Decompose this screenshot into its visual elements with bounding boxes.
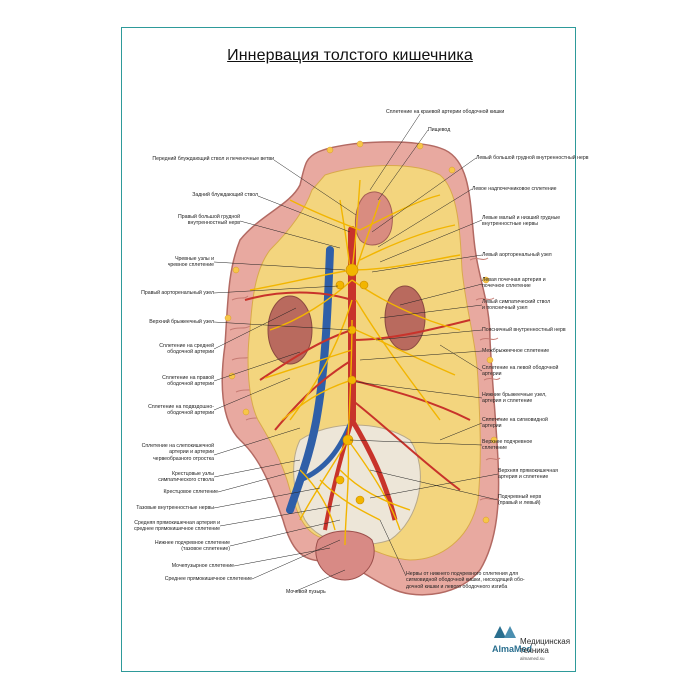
left-kidney bbox=[267, 295, 313, 365]
label-right-aorticorenal-ganglion: Правый аорторенальный узел bbox=[141, 290, 214, 296]
label-sup-rectal-plexus: Верхняя прямокишечная артерия и сплетени… bbox=[498, 468, 558, 481]
label-bladder: Мочевой пузырь bbox=[286, 589, 326, 595]
label-middle-rectal-plexus-2: Среднее прямокишечное сплетение bbox=[164, 576, 252, 582]
label-ileocolic-appendix-plexus: Сплетение на слепокишечной артерии и арт… bbox=[141, 443, 214, 462]
label-sacral-sympathetic-ganglia: Крестцовые узлы симпатического ствола bbox=[158, 471, 214, 484]
label-middle-rectal-plexus: Средняя прямокишечная артерия и среднее … bbox=[133, 520, 220, 533]
label-celiac-ganglia: Чревные узлы и чревное сплетение bbox=[167, 256, 214, 269]
label-esophagus: Пищевод bbox=[428, 127, 451, 133]
label-inf-mesenteric-ganglion: Нижние брыжеечные узел, артерия и сплете… bbox=[482, 392, 547, 405]
brand-name: AlmaMed bbox=[492, 644, 533, 654]
label-left-greater-splanchnic: Левый большой грудной внутренностный нер… bbox=[476, 155, 589, 161]
label-middle-colic-plexus: Сплетение на средней ободочной артерии bbox=[159, 343, 214, 356]
almamed-logo-icon bbox=[494, 626, 516, 638]
brand-line-1: Медицинская bbox=[520, 637, 571, 646]
label-left-suprarenal-plexus: Левое надпочечниковое сплетение bbox=[472, 186, 557, 192]
label-ileocolic-plexus: Сплетение на подвздошно- ободочной артер… bbox=[148, 404, 214, 417]
brand-url: almamed.su bbox=[520, 656, 545, 661]
iliac-artery-left bbox=[349, 418, 398, 521]
label-nerves-from-inf-hypogastric: Нервы от нижнего подчревного сплетения д… bbox=[406, 571, 525, 590]
label-left-colic-plexus: Сплетение на левой ободочной артерии bbox=[482, 365, 559, 378]
label-left-renal-artery-plexus: Левая почечная артерия и почечное сплете… bbox=[482, 277, 546, 290]
ganglia bbox=[335, 263, 369, 505]
label-intermesenteric-plexus: Межбрыжеечное сплетение bbox=[482, 348, 550, 354]
label-left-sympathetic-trunk: Левый симпатический ствол и поясничный у… bbox=[482, 299, 551, 312]
label-post-vagal-trunk: Задний блуждающий ствол bbox=[192, 192, 258, 198]
label-right-greater-splanchnic: Правый большой грудной внутренностный не… bbox=[178, 214, 240, 227]
brand-line-2: техника bbox=[520, 646, 549, 655]
label-sigmoid-plexus: Сплетение на сигмовидной артерии bbox=[482, 417, 548, 430]
label-pelvic-splanchnic: Тазовые внутренностные нервы bbox=[136, 505, 214, 511]
bladder-shape bbox=[315, 530, 375, 581]
label-right-colic-plexus: Сплетение на правой ободочной артерии bbox=[162, 375, 214, 388]
right-kidney bbox=[384, 285, 426, 351]
label-sup-mesenteric-ganglion: Верхний брыжеечный узел bbox=[149, 319, 214, 325]
leader-lines bbox=[213, 113, 499, 592]
label-ant-vagal-trunk: Передний блуждающий ствол и печеночные в… bbox=[152, 156, 274, 162]
label-sup-hypogastric-plexus: Верхнее подчревное сплетение bbox=[482, 439, 533, 452]
label-left-lesser-splanchnic: Левые малый и низший грудные внутренност… bbox=[482, 215, 561, 228]
label-inf-hypogastric-plexus: Нижнее подчревное сплетение (тазовое спл… bbox=[154, 540, 230, 553]
label-vesical-plexus: Мочепузырное сплетение bbox=[171, 563, 234, 569]
label-lumbar-splanchnic: Поясничный внутренностный нерв bbox=[482, 327, 566, 333]
label-left-aorticorenal-ganglion: Левый аорторенальный узел bbox=[482, 252, 552, 258]
label-sacral-plexus: Крестцовое сплетение bbox=[163, 489, 218, 495]
label-marginal-artery-plexus: Сплетение на краевой артерии ободочной к… bbox=[386, 109, 505, 115]
label-hypogastric-nerve: Подчревный нерв (правый и левый) bbox=[498, 494, 542, 507]
poster-title: Иннервация толстого кишечника bbox=[227, 47, 473, 64]
